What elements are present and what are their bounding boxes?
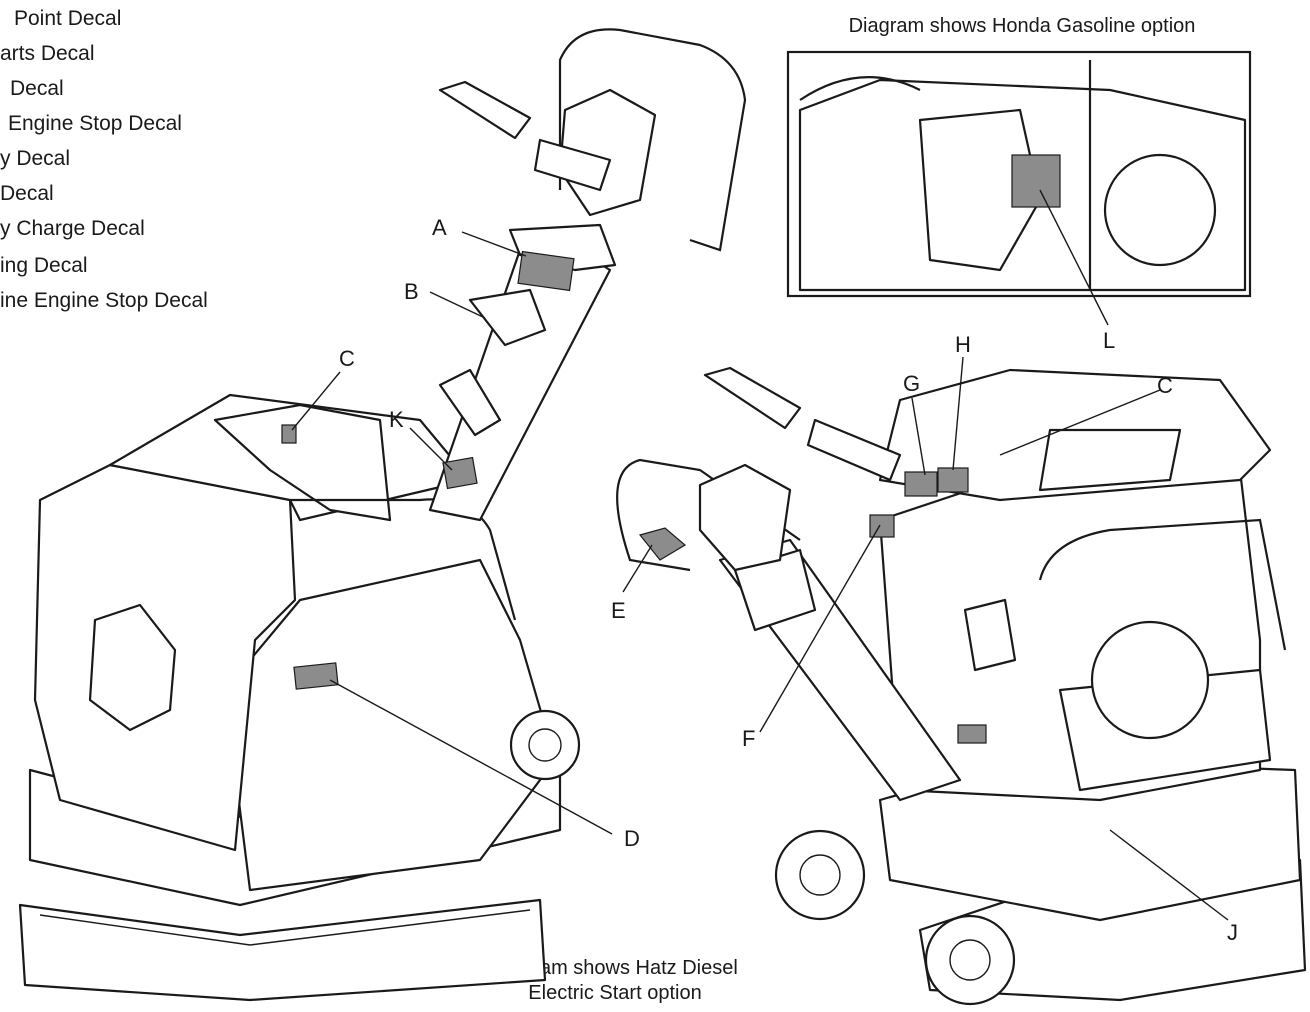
inset-frame <box>786 50 1252 298</box>
right-control-head <box>698 463 792 572</box>
honda-caption: Diagram shows Honda Gasoline option <box>848 15 1196 37</box>
left-wheel-hub <box>528 728 562 762</box>
left-wheel <box>509 709 581 781</box>
legend-item: Decal <box>10 77 64 100</box>
legend-item: Engine Stop Decal <box>8 112 182 135</box>
callout-e: E <box>611 598 626 623</box>
right-handle-loop <box>616 458 801 572</box>
handle-clamp <box>468 288 547 347</box>
callout-c-left: C <box>339 346 355 371</box>
side-frame <box>223 558 557 892</box>
decal-j-area <box>957 724 987 744</box>
decal-f <box>869 514 895 538</box>
decal-g <box>904 471 938 497</box>
leader-g <box>911 397 926 476</box>
decal-h <box>937 467 969 493</box>
right-grip-lower <box>806 418 902 482</box>
leader-h <box>952 356 964 471</box>
leader-a <box>461 231 527 257</box>
decal-d <box>293 662 339 690</box>
right-wheel-left-hub <box>799 854 841 896</box>
right-recoil <box>1090 620 1210 740</box>
right-grip <box>533 138 612 192</box>
leader-b <box>429 291 486 319</box>
callout-h: H <box>955 332 971 357</box>
hatz-caption-line2: Electric Start option <box>528 982 702 1004</box>
leader-f <box>759 524 881 733</box>
base-plate-edge <box>39 909 531 946</box>
right-wheel-left <box>774 829 866 921</box>
fuel-tank-panel <box>1038 428 1182 492</box>
leader-d <box>329 679 613 835</box>
control-panel <box>963 598 1017 672</box>
handle-loop <box>558 28 747 252</box>
leader-j <box>1109 829 1229 921</box>
legend-item: y Charge Decal <box>0 217 145 240</box>
decal-a <box>517 250 575 292</box>
decal-e <box>638 527 687 561</box>
honda-inset <box>786 50 1252 298</box>
leader-e <box>622 544 653 593</box>
legend-item: y Decal <box>0 147 71 170</box>
cover-window <box>88 603 177 732</box>
callout-c-right: C <box>1157 373 1173 398</box>
inset-hose <box>799 76 921 101</box>
callout-b: B <box>404 279 419 304</box>
legend-item: ing Decal <box>0 254 88 277</box>
lifting-bracket <box>213 403 392 522</box>
legend-item: Point Decal <box>14 7 122 30</box>
decal-l <box>1011 154 1061 208</box>
right-compactor <box>616 366 1307 1006</box>
legend-item: ine Engine Stop Decal <box>0 289 208 312</box>
legend-item: arts Decal <box>0 42 95 65</box>
right-roll-cage <box>1038 518 1287 651</box>
callout-l: L <box>1103 328 1116 353</box>
inset-engine <box>918 108 1042 272</box>
callout-d: D <box>624 826 640 851</box>
throttle-lever <box>438 368 502 437</box>
callout-g: G <box>903 371 921 396</box>
leader-k <box>409 427 453 471</box>
decal-k <box>442 456 478 490</box>
right-grip-upper <box>703 366 802 430</box>
base-plate <box>18 898 547 1002</box>
legend-item: Decal <box>0 182 54 205</box>
left-compactor <box>18 28 747 1002</box>
right-wheel-right <box>924 914 1016 1006</box>
hatz-caption-line1: Diagram shows Hatz Diesel <box>492 957 738 979</box>
leader-c-right <box>999 389 1161 456</box>
callout-a: A <box>432 215 447 240</box>
callout-f: F <box>742 726 756 751</box>
leader-c-left <box>291 371 341 431</box>
leader-l <box>1039 189 1109 326</box>
right-wheel-right-hub <box>949 939 991 981</box>
inset-recoil <box>1103 153 1217 267</box>
left-grip <box>438 80 532 140</box>
callout-k: K <box>389 407 404 432</box>
callout-j: J <box>1227 920 1238 945</box>
